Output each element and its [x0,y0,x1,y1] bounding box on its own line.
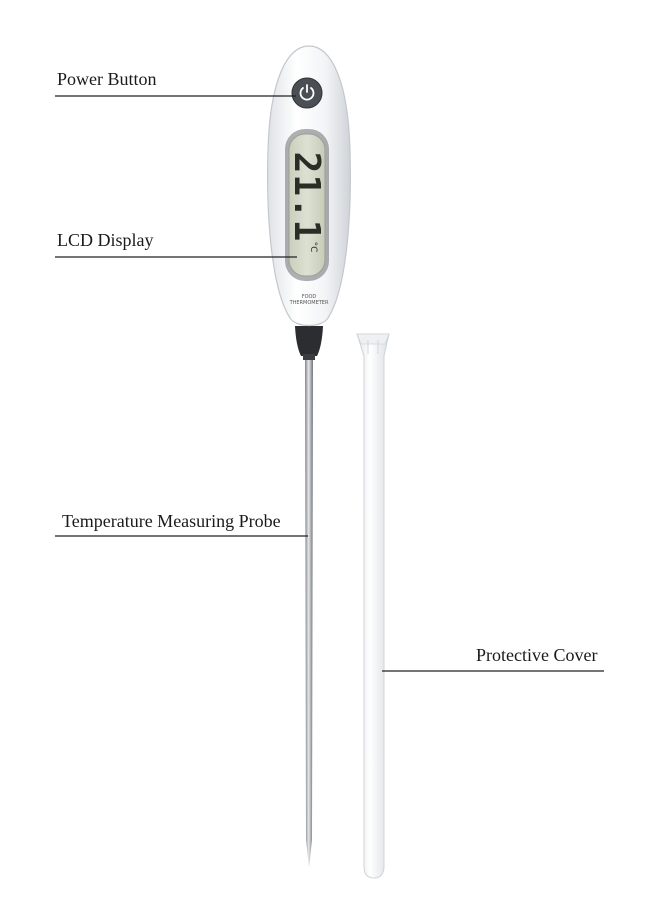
callout-lcd-display: LCD Display [57,230,154,250]
lcd-reading: 21.1 [286,152,327,243]
protective-cover [356,333,390,879]
callout-temperature-probe: Temperature Measuring Probe [62,511,281,531]
lcd-unit: °C [308,242,318,253]
probe-collar [295,326,323,360]
callout-power-button: Power Button [57,69,157,89]
power-icon [299,87,315,101]
power-button[interactable] [291,77,323,109]
brand-line-2: THERMOMETER [289,300,329,306]
lcd-display: 21.1 °C [285,129,329,281]
temperature-probe [305,355,313,868]
brand-line-1: FOOD [302,294,317,300]
callout-protective-cover: Protective Cover [476,645,598,665]
brand-label: FOOD THERMOMETER [289,294,329,306]
